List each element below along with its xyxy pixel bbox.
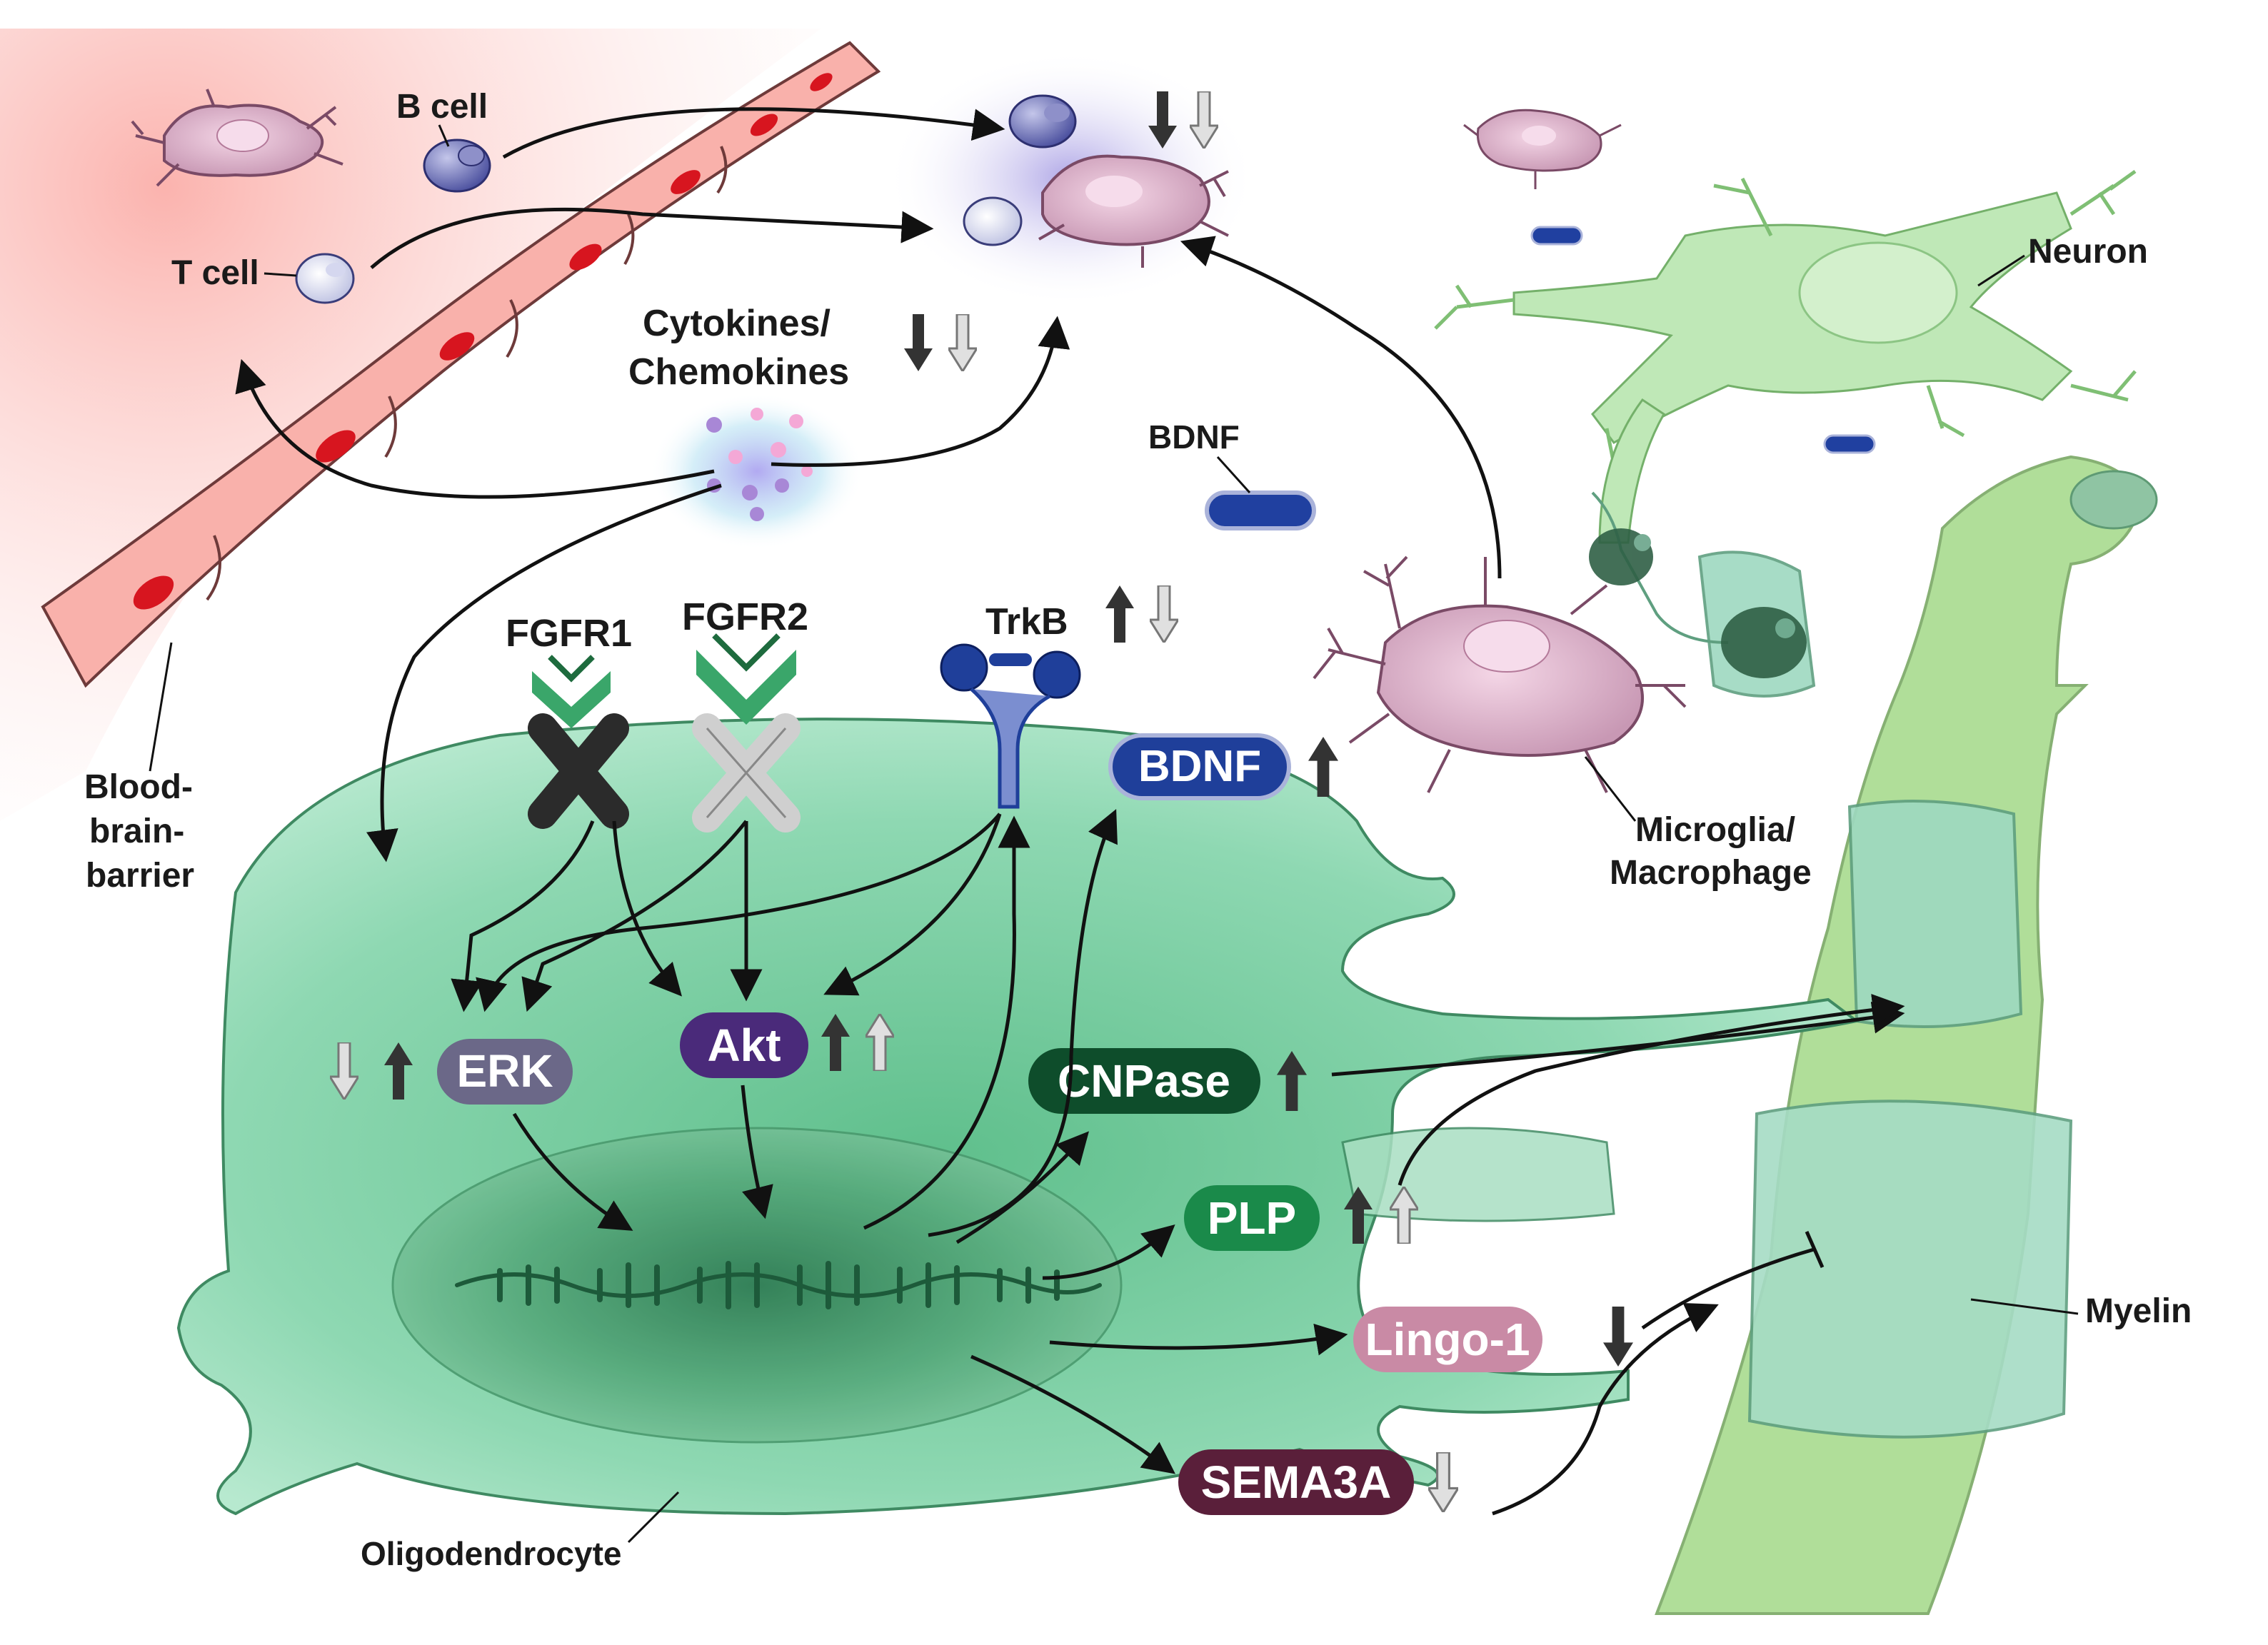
svg-text:CNPase: CNPase (1058, 1055, 1230, 1107)
cytokines-regulation (904, 314, 977, 371)
fgfr2-receptor (692, 633, 801, 832)
myelinated-axon (1589, 455, 2158, 1615)
trkb-regulation (1105, 585, 1178, 643)
svg-text:ERK: ERK (456, 1045, 553, 1097)
svg-text:SEMA3A: SEMA3A (1201, 1457, 1392, 1508)
bbb-label-line3: barrier (86, 857, 194, 895)
svg-text:Lingo-1: Lingo-1 (1365, 1314, 1530, 1365)
myelin-label: Myelin (2085, 1292, 2192, 1330)
microglia-macrophage-cell (1313, 555, 1687, 793)
trkb-label: TrkB (985, 601, 1068, 643)
neuron-cell (1434, 169, 2137, 544)
microglia-cell-top-right (1463, 109, 1622, 189)
blood-brain-barrier-region (0, 29, 881, 821)
bdnf-free-label: BDNF (1148, 418, 1240, 456)
svg-text:BDNF: BDNF (1138, 742, 1261, 791)
microglia-cell-top-left (131, 89, 343, 187)
cnpase-pill: CNPase (1028, 1048, 1260, 1114)
cytokines-label-line1: Cytokines/ (643, 303, 831, 344)
lingo1-inhibition (1641, 1230, 1825, 1330)
b-cell (423, 139, 491, 193)
plp-pill: PLP (1184, 1185, 1320, 1251)
svg-text:PLP: PLP (1208, 1192, 1296, 1244)
akt-pill: Akt (680, 1012, 808, 1078)
t-cell (295, 253, 355, 304)
microglia-label-line2: Macrophage (1610, 854, 1812, 892)
cytokines-label-line2: Chemokines (628, 351, 849, 393)
sema3a-pill: SEMA3A (1178, 1449, 1414, 1515)
cytokine-particles (706, 408, 813, 521)
cytokine-glow (650, 393, 864, 550)
fgfr1-label: FGFR1 (506, 612, 632, 655)
erk-pill: ERK (437, 1039, 573, 1105)
microglia-label-line1: Microglia/ (1635, 811, 1795, 849)
fgfr1-receptor (528, 655, 629, 829)
bdnf-molecule-neuron-1 (1530, 226, 1583, 246)
activated-microglia-cluster (1038, 154, 1229, 268)
bbb-label-line1: Blood- (84, 768, 193, 806)
oligodendrocyte-label: Oligodendrocyte (361, 1535, 621, 1572)
bbb-label-line2: brain- (89, 813, 184, 850)
lingo1-pill: Lingo-1 (1353, 1307, 1542, 1372)
bdnf-molecule-neuron-2 (1823, 434, 1876, 454)
bdnf-molecule-free (1205, 491, 1316, 530)
t-cell-label: T cell (171, 254, 259, 292)
endothelial-nuclei (133, 73, 833, 610)
svg-text:Akt: Akt (707, 1020, 781, 1071)
fgfr2-label: FGFR2 (682, 595, 808, 638)
infiltrating-b-cell (1008, 94, 1077, 149)
neuron-label: Neuron (2028, 233, 2148, 271)
b-cell-label: B cell (396, 88, 488, 126)
infiltrating-t-cell (963, 196, 1023, 246)
trkb-receptor (940, 643, 1081, 809)
lingo1-down-arrow (1603, 1307, 1633, 1367)
bdnf-pill: BDNF (1108, 733, 1291, 800)
pathway-arrows (235, 107, 1905, 1516)
